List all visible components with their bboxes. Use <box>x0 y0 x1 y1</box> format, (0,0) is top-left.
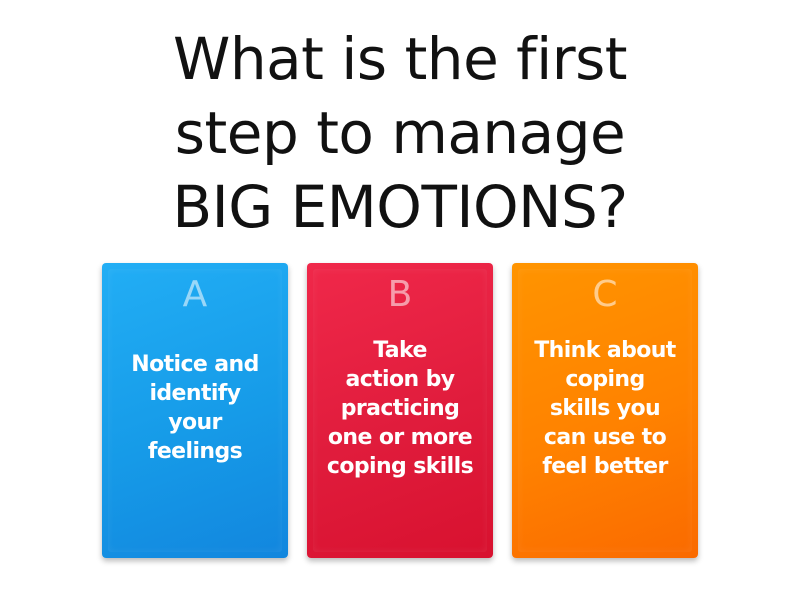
answer-b-line: action by <box>345 367 455 392</box>
answer-card-b[interactable]: B Take action by practicing one or more … <box>307 263 493 558</box>
answer-a-line: identify <box>149 381 241 406</box>
answer-c-line: coping <box>565 367 645 392</box>
question-line-1: What is the first <box>172 25 628 93</box>
answer-b-line: practicing <box>340 396 460 421</box>
answer-c-line: can use to <box>543 425 667 450</box>
answer-a-line: Notice and <box>131 352 259 377</box>
question-line-2: step to manage <box>174 99 626 167</box>
answer-card-a[interactable]: A Notice and identify your feelings <box>102 263 288 558</box>
answer-b-line: Take <box>373 338 427 363</box>
answer-letter-c: C <box>592 274 618 315</box>
answer-text-a: Notice and identify your feelings <box>110 350 280 466</box>
answer-b-line: one or more <box>327 425 473 450</box>
answer-card-c[interactable]: C Think about coping skills you can use … <box>512 263 698 558</box>
answer-text-c: Think about coping skills you can use to… <box>520 336 690 481</box>
answer-c-line: feel better <box>542 454 668 479</box>
answer-c-line: Think about <box>534 338 676 363</box>
answer-text-b: Take action by practicing one or more co… <box>315 336 485 481</box>
question-title: What is the first step to manage BIG EMO… <box>100 22 700 244</box>
answer-a-line: your <box>168 410 222 435</box>
question-line-3: BIG EMOTIONS? <box>172 173 628 241</box>
answer-letter-a: A <box>182 274 208 315</box>
answer-b-line: coping skills <box>326 454 474 479</box>
answer-c-line: skills you <box>549 396 661 421</box>
answer-a-line: feelings <box>147 439 243 464</box>
answer-letter-b: B <box>387 274 413 315</box>
